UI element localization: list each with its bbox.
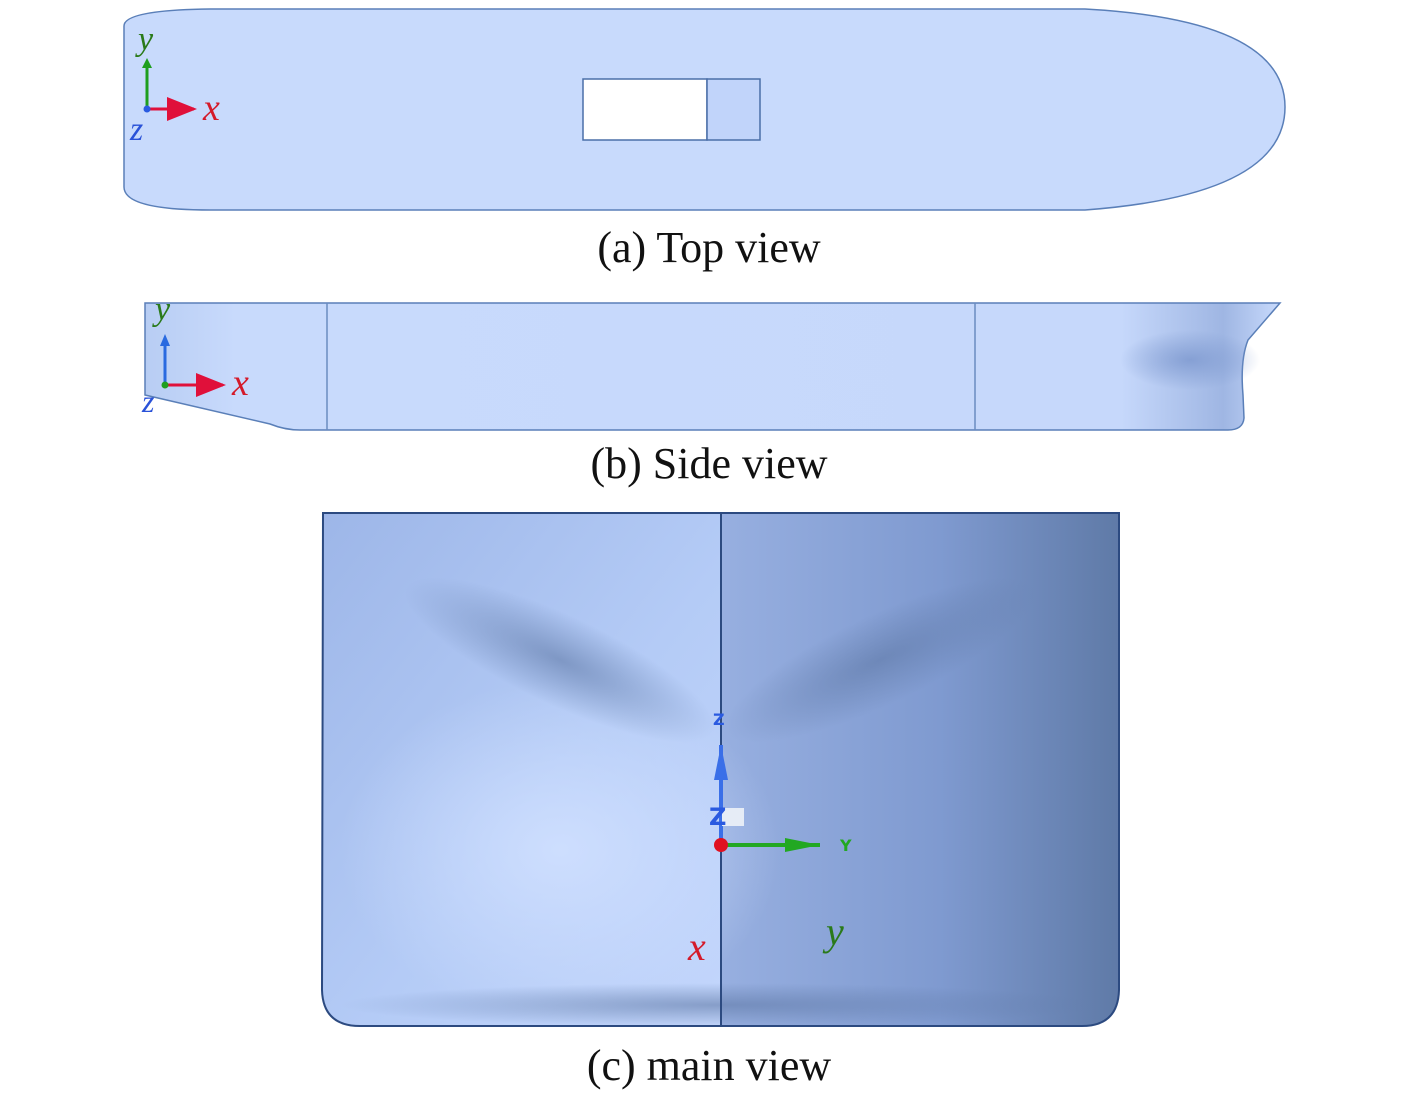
side-view-x-label: x xyxy=(231,362,249,404)
side-view-z-label: z xyxy=(141,383,155,419)
main-view: Z Z Y x y xyxy=(320,512,1120,1027)
main-view-axis-triad xyxy=(714,745,820,852)
top-view-x-label: x xyxy=(202,87,220,129)
top-view-deck-opening xyxy=(582,78,708,141)
main-view-x-label: x xyxy=(687,924,706,969)
caption-main-view: (c) main view xyxy=(587,1041,832,1090)
main-view-hull-outline xyxy=(320,512,1120,1027)
side-view-axis-triad xyxy=(160,334,226,397)
side-view: y x z xyxy=(141,291,1282,431)
top-view: y x z xyxy=(123,8,1286,211)
main-view-triad-z-label: Z xyxy=(713,710,725,729)
side-view-hull xyxy=(144,302,1282,431)
top-view-axis-triad xyxy=(142,58,197,121)
main-view-highlight xyxy=(340,680,780,1020)
top-view-deck-hatch xyxy=(706,78,761,141)
caption-side-view: (b) Side view xyxy=(590,439,827,488)
top-view-y-label: y xyxy=(135,21,154,58)
main-view-triad-y-label: Y xyxy=(839,836,852,855)
main-view-y-label: y xyxy=(822,909,844,954)
main-view-triad-z-small-label: Z xyxy=(709,803,726,831)
main-view-shadow-upper-left xyxy=(404,577,716,743)
side-view-bow-shading xyxy=(1120,330,1260,390)
side-view-y-label: y xyxy=(152,291,171,328)
main-view-hull-right xyxy=(721,513,1119,1026)
top-view-z-label: z xyxy=(129,111,143,148)
caption-top-view: (a) Top view xyxy=(597,223,821,272)
main-view-shadow-upper-right xyxy=(724,577,1036,743)
